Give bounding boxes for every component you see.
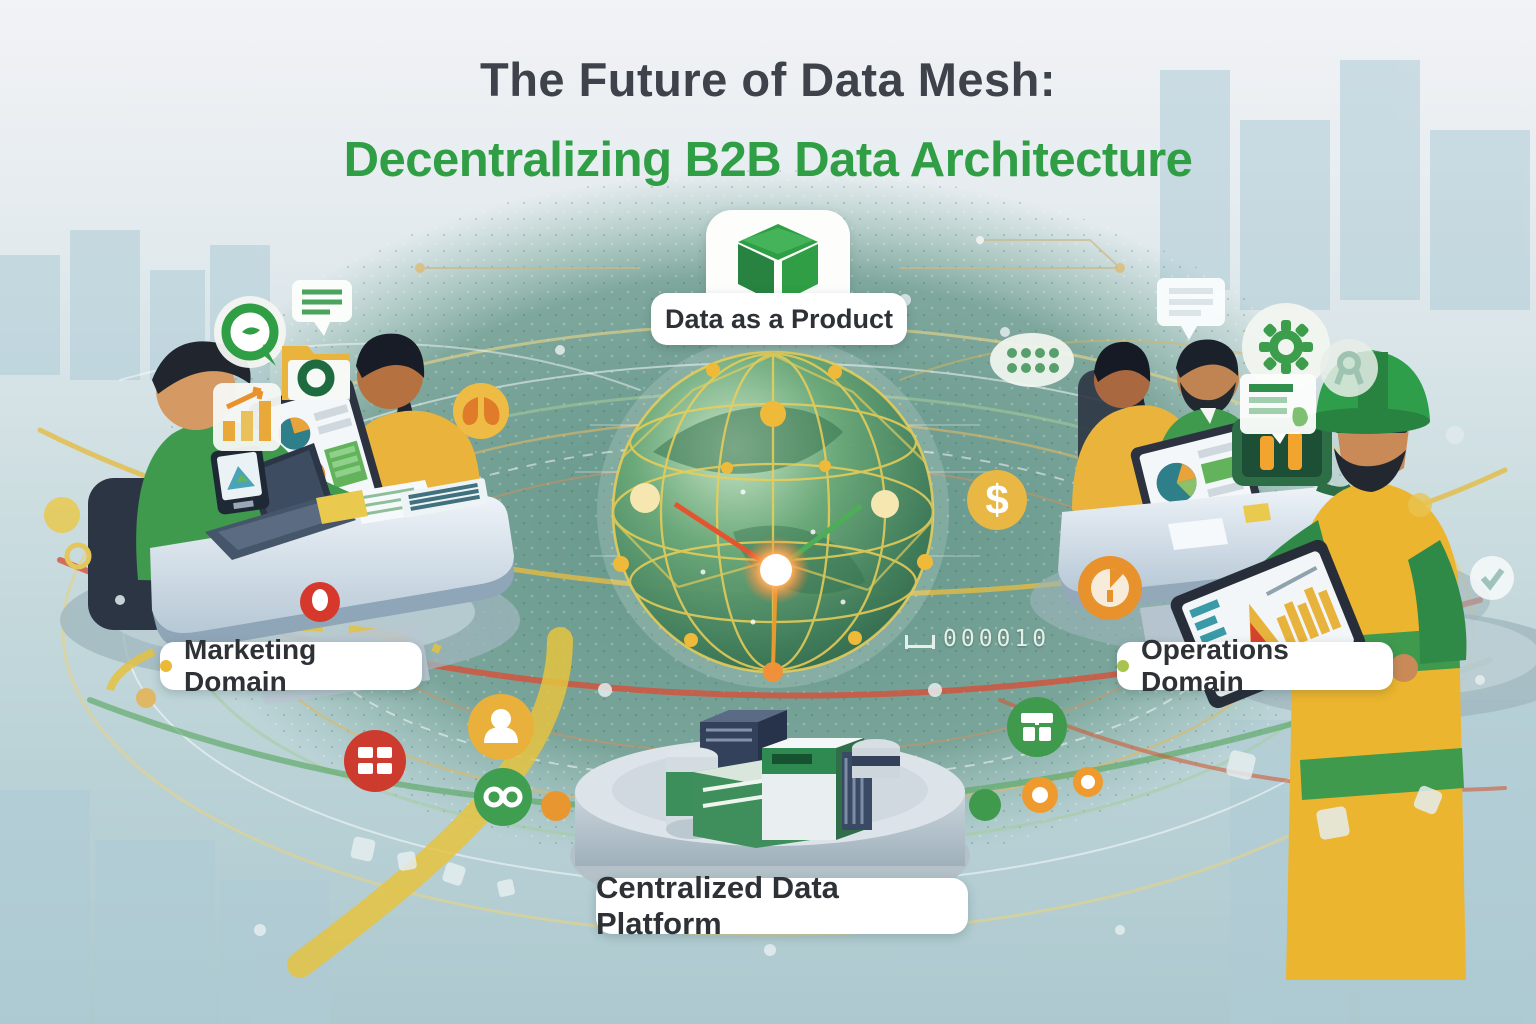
cube-icon bbox=[738, 224, 818, 302]
marketing-domain-label: Marketing Domain bbox=[160, 634, 422, 697]
data-product-text: Data as a Product bbox=[664, 303, 894, 334]
cube-badge bbox=[706, 210, 850, 314]
marketing-dot bbox=[160, 660, 172, 672]
mini-monitor-icon bbox=[1232, 418, 1356, 497]
infinity-icon bbox=[474, 768, 532, 826]
platform-label: Centralized Data Platform bbox=[596, 870, 968, 941]
chat-bubble-icon bbox=[214, 296, 286, 368]
message-lines-icon bbox=[292, 280, 352, 336]
tablet-stand bbox=[210, 445, 270, 515]
mesh-nodes bbox=[613, 363, 933, 682]
marketing-text: Marketing Domain bbox=[184, 634, 317, 697]
mesh-globe bbox=[597, 336, 949, 688]
dots-board-icon bbox=[990, 333, 1074, 387]
gauge-icon bbox=[1078, 556, 1142, 620]
city-skyline bbox=[0, 60, 1536, 1024]
ribbon-icon bbox=[1320, 339, 1378, 397]
dollar-glyph: $ bbox=[985, 476, 1008, 523]
gear-icon bbox=[1242, 303, 1330, 391]
measure-bracket-icon bbox=[905, 631, 935, 649]
page-title: The Future of Data Mesh: bbox=[479, 53, 1057, 106]
page-subtitle: Decentralizing B2B Data Architecture bbox=[343, 133, 1193, 187]
message-lines-right-icon bbox=[1157, 278, 1225, 340]
circuit-lines bbox=[415, 236, 1125, 273]
barcode-card bbox=[400, 478, 489, 518]
desk-left bbox=[150, 495, 514, 634]
grid-icon bbox=[344, 730, 406, 792]
platform-text: Centralized Data Platform bbox=[596, 870, 839, 941]
bar-chart-icon bbox=[213, 383, 281, 451]
binary-readout: 000010 bbox=[905, 626, 1050, 652]
lungs-icon bbox=[453, 383, 509, 439]
document-icon bbox=[1240, 374, 1316, 444]
operations-domain-label: Operations Domain bbox=[1117, 634, 1393, 697]
laptop bbox=[205, 443, 356, 560]
floating-tiles bbox=[115, 294, 1485, 956]
dollar-icon: $ bbox=[967, 470, 1027, 530]
operations-dot bbox=[1117, 660, 1129, 672]
orbit-nodes bbox=[44, 493, 1432, 821]
press-icon bbox=[1007, 697, 1067, 757]
binary-digits: 000010 bbox=[943, 626, 1051, 652]
operations-text: Operations Domain bbox=[1141, 634, 1289, 697]
check-icon bbox=[1470, 556, 1514, 600]
user-icon bbox=[468, 694, 534, 760]
data-product-label: Data as a Product bbox=[651, 293, 907, 345]
papers-right bbox=[1168, 503, 1271, 550]
folder-chart-icon bbox=[282, 346, 350, 400]
server-stack-icon bbox=[666, 710, 900, 848]
